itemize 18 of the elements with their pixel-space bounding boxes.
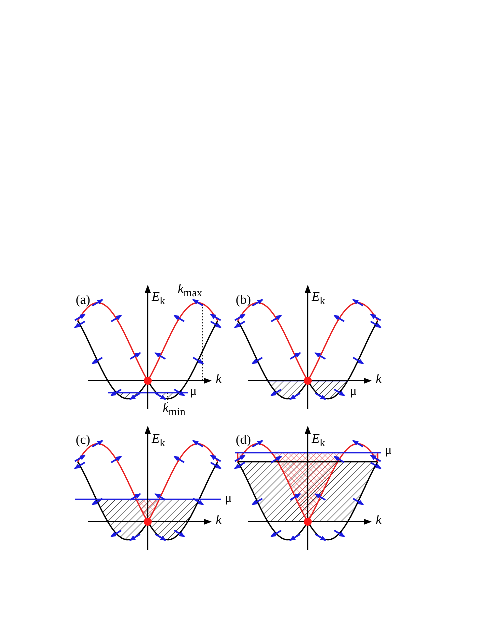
panel-letter: (d) bbox=[236, 433, 252, 447]
chemical-potential-label: μ bbox=[385, 443, 392, 457]
axis-label: k bbox=[376, 513, 382, 527]
axis-label: k bbox=[216, 372, 222, 386]
k-min-label: k$_{min}$ bbox=[163, 401, 186, 420]
chemical-potential-label: μ bbox=[350, 384, 357, 398]
axis-label: k bbox=[216, 513, 222, 527]
axis-label: E$_{k}$ bbox=[312, 290, 326, 309]
chemical-potential-label: μ bbox=[225, 491, 232, 505]
k-max-label: k$_{max}$ bbox=[178, 282, 202, 301]
chemical-potential-label: μ bbox=[190, 384, 197, 398]
panel-letter: (a) bbox=[76, 293, 90, 307]
panel-letter: (c) bbox=[76, 433, 90, 447]
axis-label: E$_{k}$ bbox=[152, 290, 166, 309]
axis-label: E$_{k}$ bbox=[312, 432, 326, 451]
axis-label: E$_{k}$ bbox=[152, 432, 166, 451]
panel-letter: (b) bbox=[236, 293, 252, 307]
axis-label: k bbox=[376, 372, 382, 386]
